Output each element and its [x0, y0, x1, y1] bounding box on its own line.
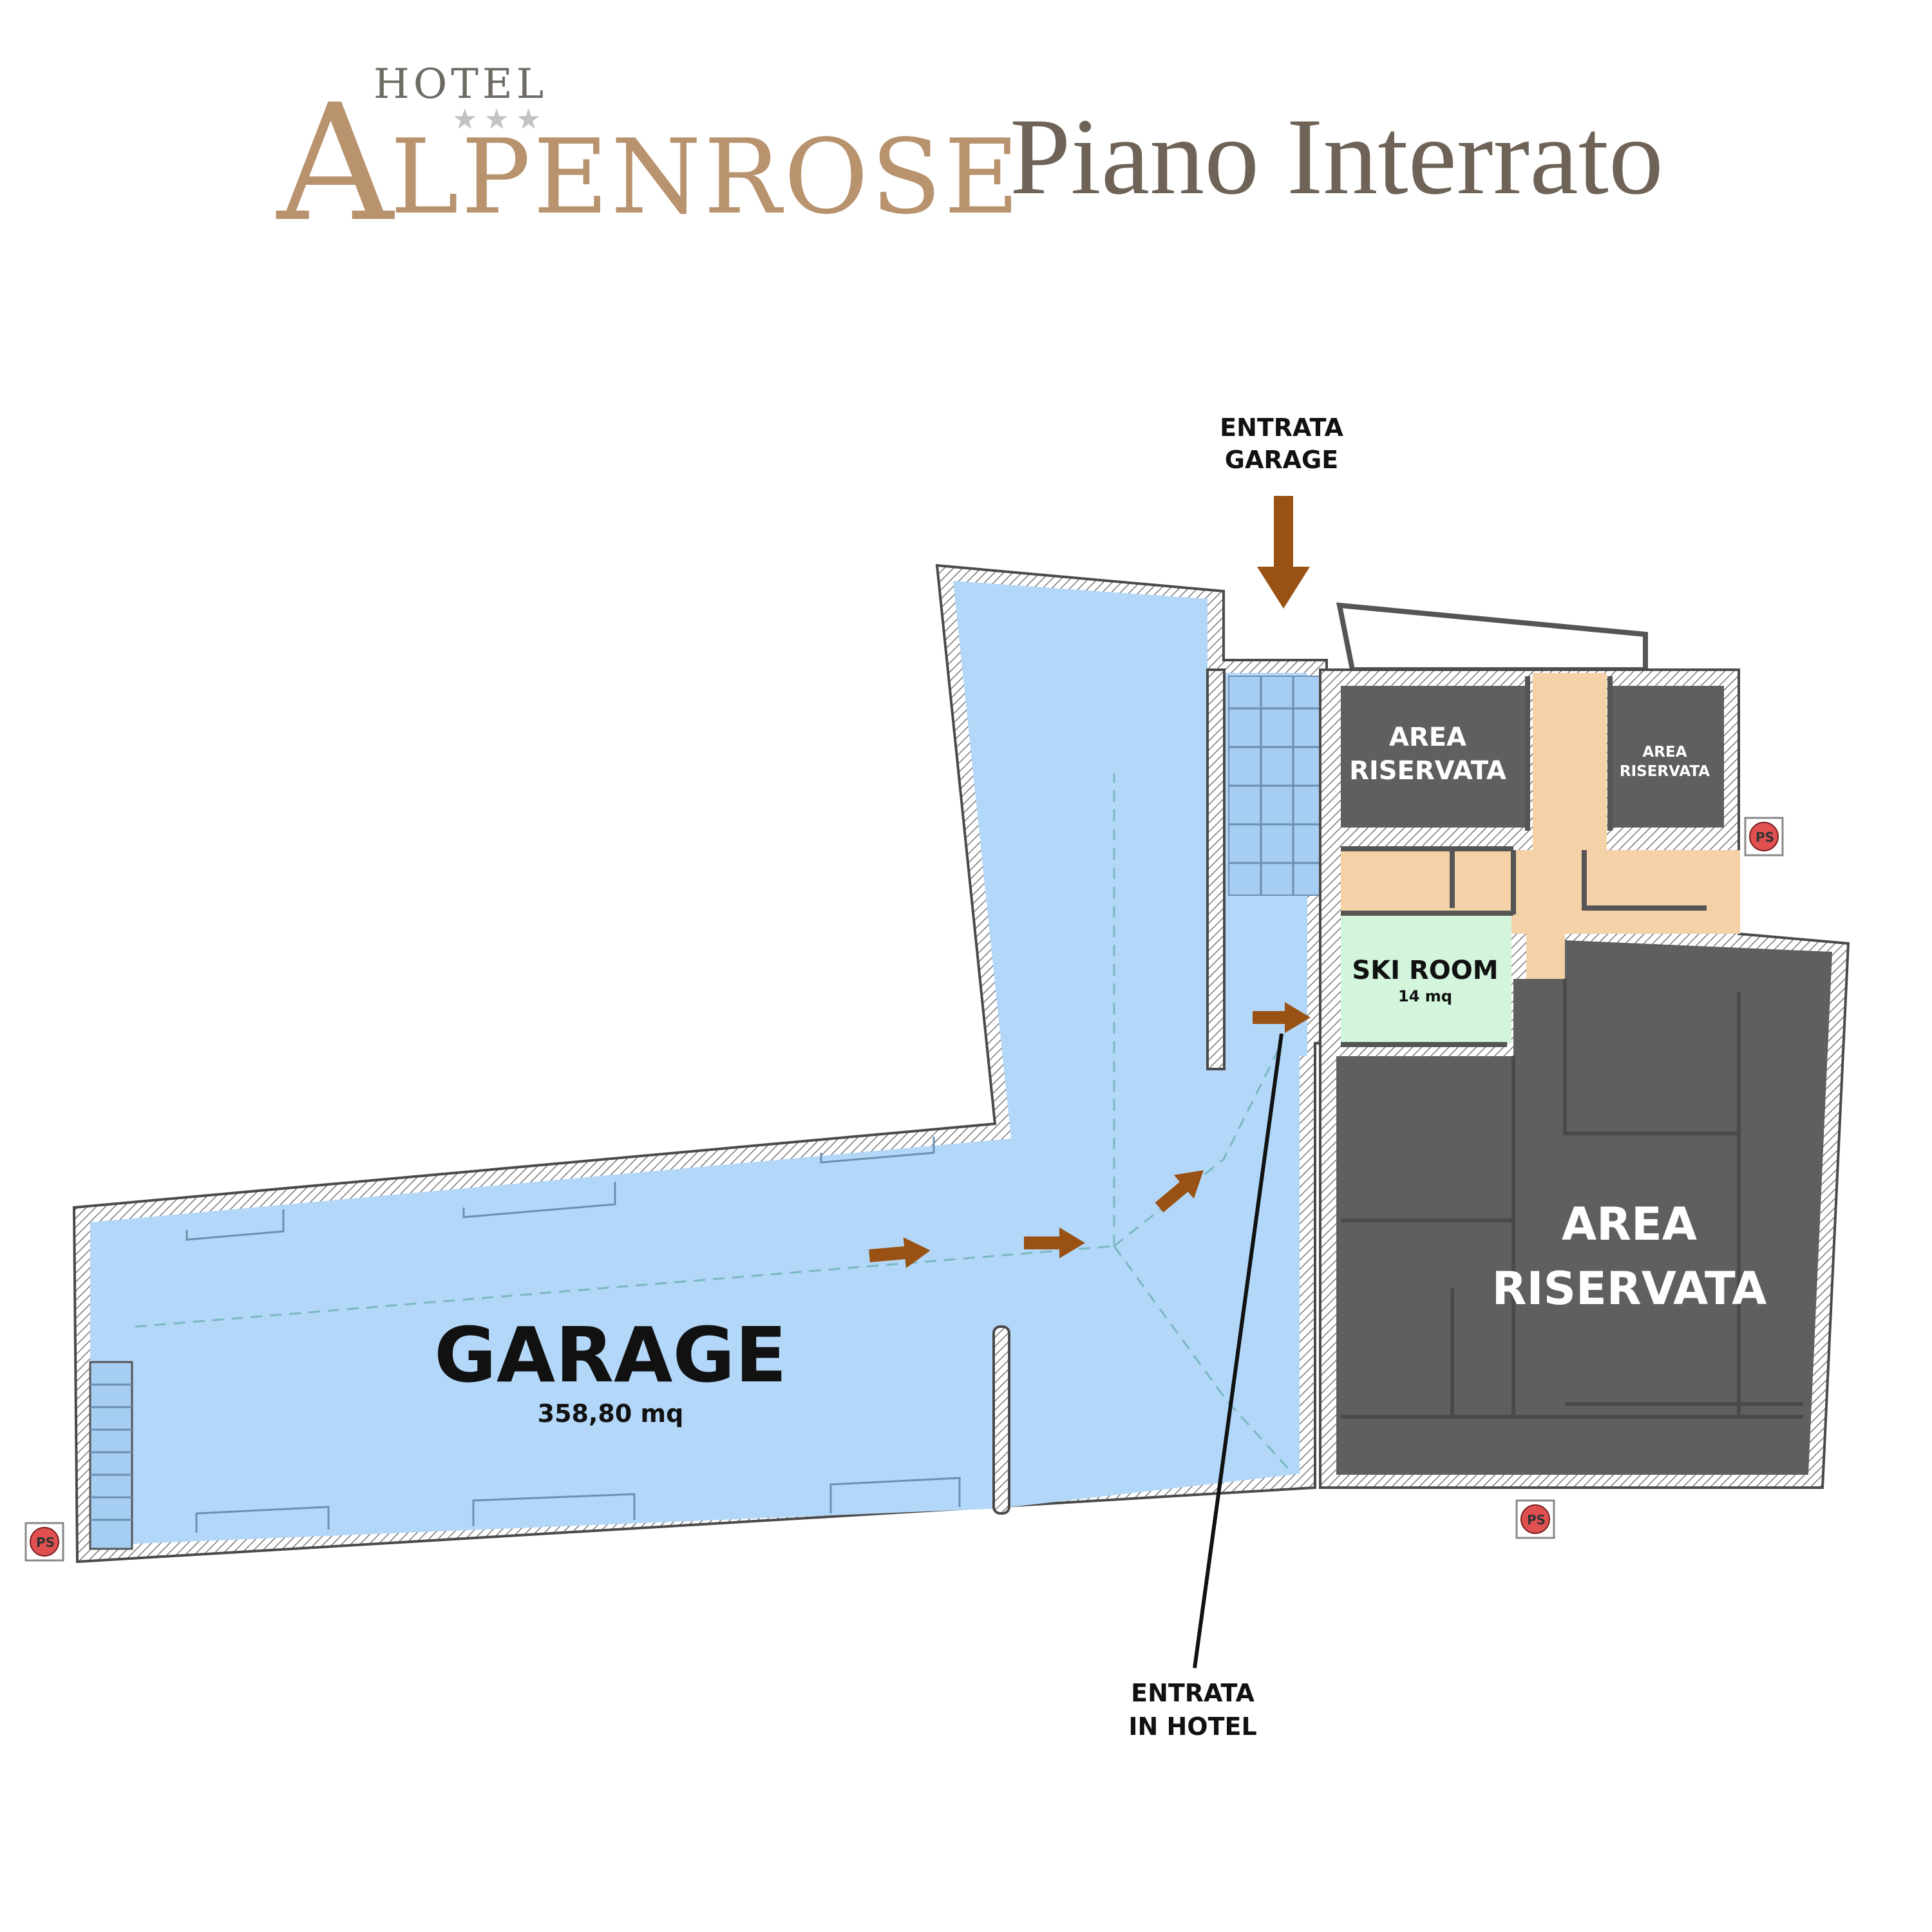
svg-text:AREA: AREA	[1389, 723, 1466, 752]
logo-initial: A	[276, 70, 395, 257]
svg-text:ENTRATA: ENTRATA	[1220, 413, 1343, 442]
garage-route-lines	[135, 773, 1289, 1470]
ps-marker-2: PS	[1515, 1499, 1555, 1539]
svg-text:ENTRATA: ENTRATA	[1131, 1679, 1255, 1707]
garage-floor	[90, 581, 1307, 1546]
svg-text:GARAGE: GARAGE	[1225, 446, 1338, 474]
ps-marker-3: PS	[1744, 817, 1784, 857]
garage-name: GARAGE	[434, 1311, 787, 1399]
route-arrow-3	[1155, 1170, 1204, 1213]
garage-size: 358,80 mq	[538, 1399, 684, 1428]
svg-text:PS: PS	[36, 1535, 55, 1550]
reserved-top-left-label: AREA RISERVATA	[1349, 723, 1506, 786]
hotel-entrance-pointer	[1193, 1033, 1283, 1669]
ski-room	[1341, 914, 1511, 1043]
garage-entrance-arrow	[1257, 496, 1310, 609]
logo-stars: ★★★	[452, 103, 547, 136]
garage-ramp-wall	[1206, 668, 1226, 1070]
entrata-garage-label: ENTRATA GARAGE	[1220, 413, 1343, 474]
garage-ramp	[1228, 676, 1326, 896]
reserved-top-right-label: AREA RISERVATA	[1620, 744, 1710, 780]
svg-text:RISERVATA: RISERVATA	[1349, 756, 1506, 786]
direction-arrows	[869, 496, 1311, 1669]
reserved-area-top-right	[1611, 686, 1724, 828]
svg-text:AREA: AREA	[1562, 1198, 1697, 1251]
entrata-hotel-label: ENTRATA IN HOTEL	[1128, 1679, 1256, 1741]
roof-outline	[1336, 602, 1648, 672]
svg-text:RISERVATA: RISERVATA	[1620, 763, 1710, 780]
reserved-main-label: AREA RISERVATA	[1492, 1198, 1767, 1315]
parking-slots	[185, 1137, 961, 1533]
route-arrow-1	[869, 1237, 931, 1269]
ski-room-label: SKI ROOM 14 mq	[1352, 956, 1498, 1005]
hotel-logo: HOTEL ★★★ A LPENROSE	[276, 61, 1022, 257]
logo-hotel-text: HOTEL	[374, 61, 547, 108]
svg-text:RISERVATA: RISERVATA	[1492, 1262, 1767, 1315]
page-title: Piano Interrato	[1010, 96, 1663, 217]
garage-label: GARAGE 358,80 mq	[434, 1311, 787, 1428]
reserved-internal-walls	[1341, 979, 1803, 1419]
svg-text:AREA: AREA	[1642, 744, 1687, 761]
svg-text:IN HOTEL: IN HOTEL	[1128, 1712, 1256, 1741]
east-block	[1319, 602, 1850, 1489]
logo-name: LPENROSE	[390, 117, 1022, 237]
garage-pillar-wall	[992, 1325, 1010, 1515]
reserved-area-main	[1336, 940, 1832, 1475]
garage-stair	[89, 1361, 133, 1550]
corridor-vertical	[1533, 673, 1607, 857]
ski-room-name: SKI ROOM	[1352, 956, 1498, 985]
route-arrow-4	[1253, 1002, 1311, 1033]
garage-area	[72, 564, 1328, 1564]
route-arrow-2	[1024, 1227, 1085, 1258]
ski-room-size: 14 mq	[1398, 987, 1452, 1005]
svg-text:PS: PS	[1756, 829, 1774, 845]
ps-marker-1: PS	[24, 1522, 64, 1562]
corridor-walls	[1341, 676, 1707, 1047]
reserved-area-top-left	[1341, 686, 1528, 828]
corridor-stub	[1526, 927, 1565, 979]
svg-text:PS: PS	[1527, 1512, 1546, 1528]
